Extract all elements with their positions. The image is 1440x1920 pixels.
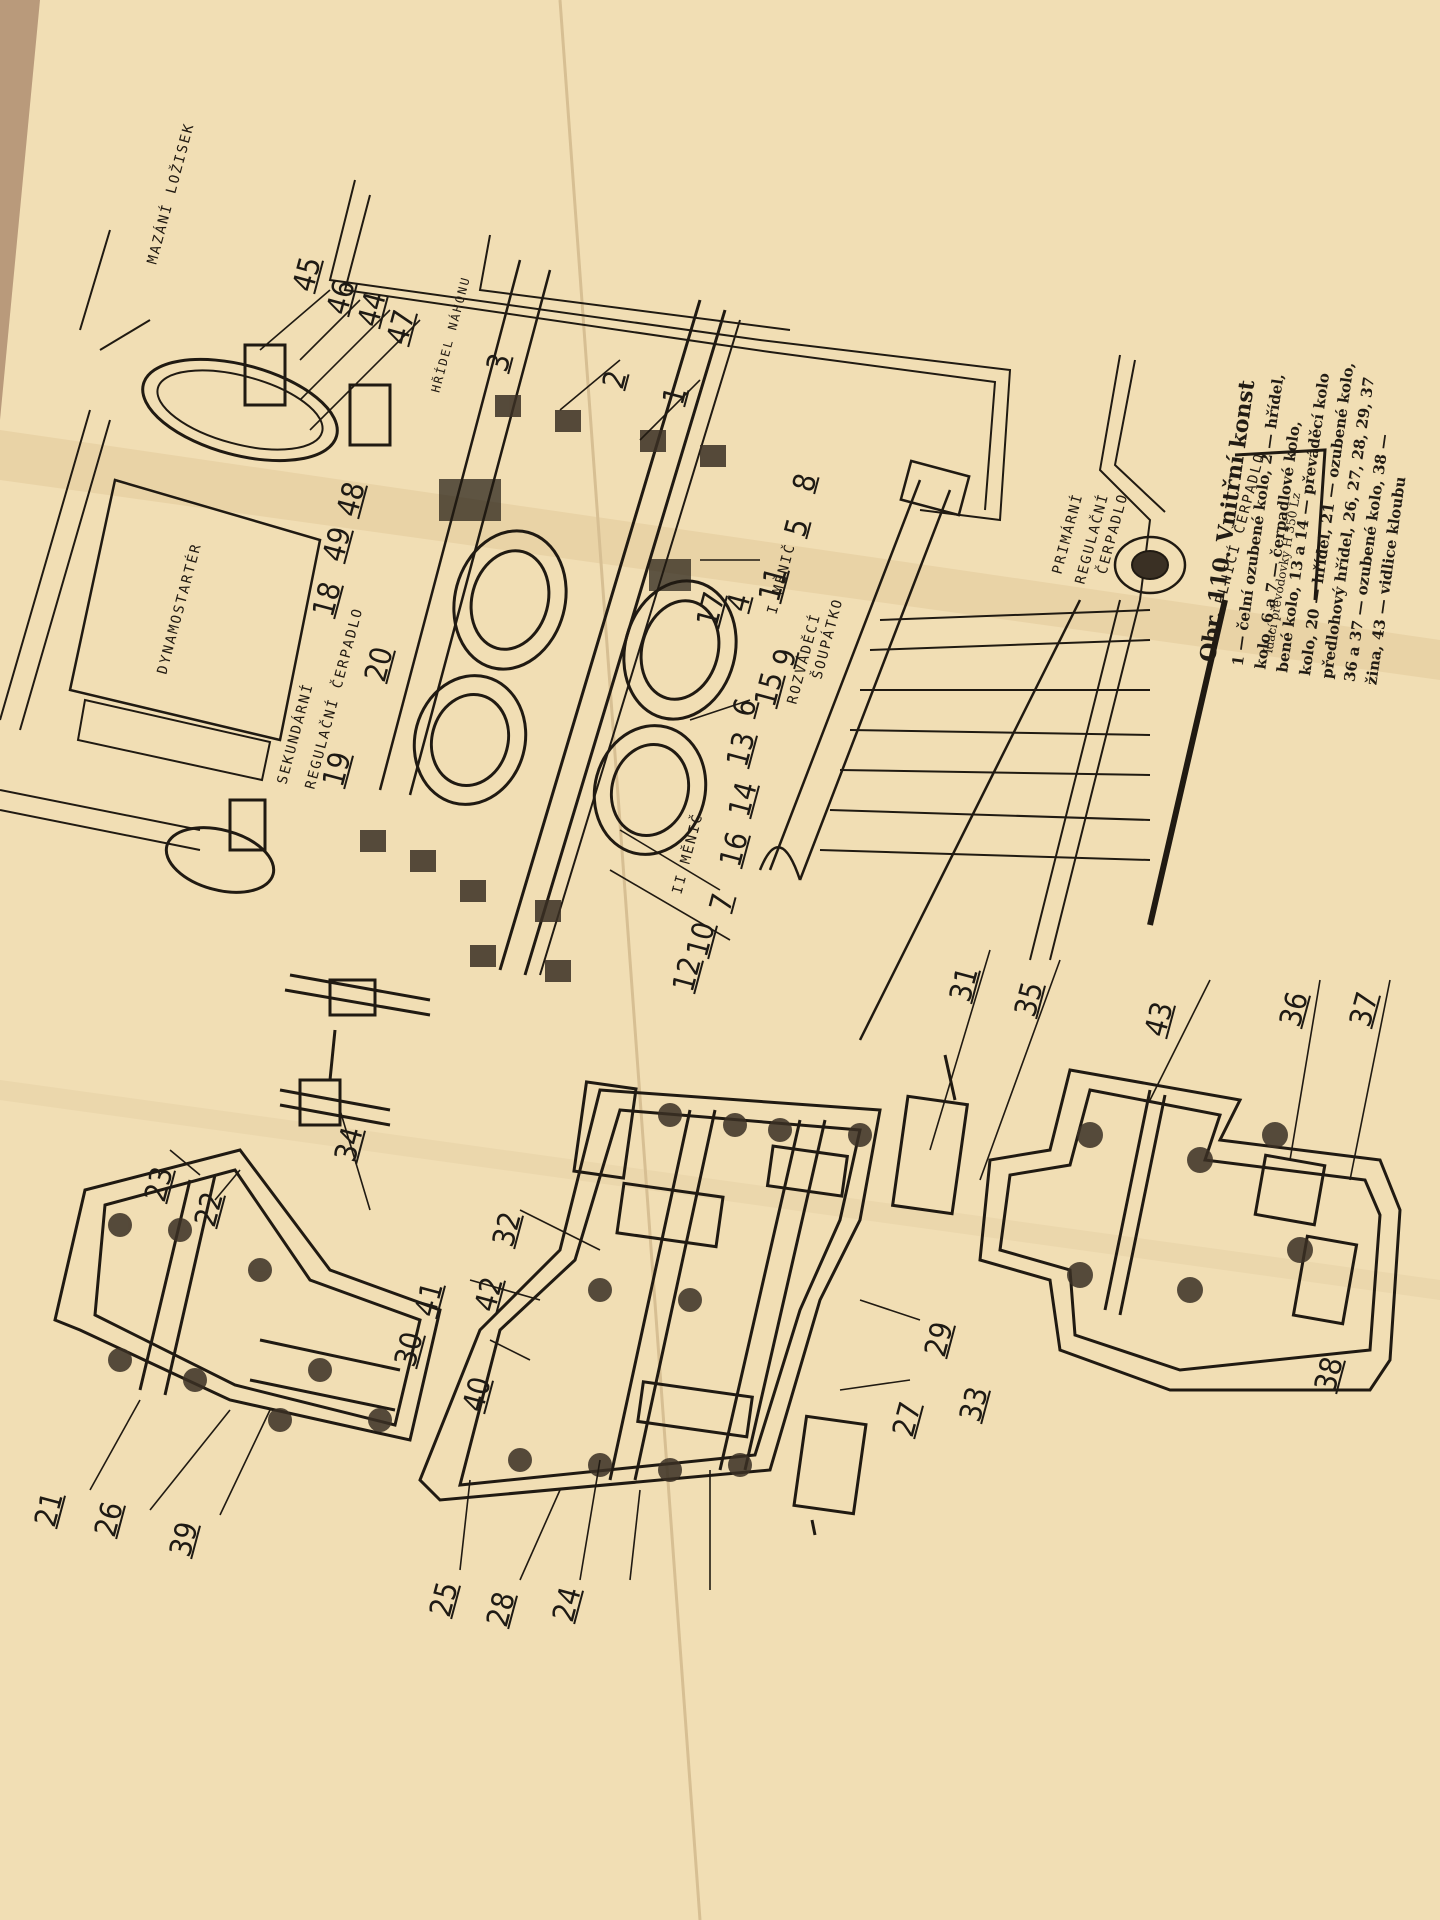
- part-number-label: 24: [546, 1583, 589, 1626]
- paper-lower-fold-shade: [0, 1080, 1440, 1300]
- part-number-label: 26: [88, 1498, 131, 1541]
- duct-top-a: [328, 179, 1012, 522]
- part-number-label: 29: [918, 1318, 961, 1361]
- lower-left-gearbox: [53, 1148, 442, 1442]
- paper-upper-fold-shade: [0, 430, 1440, 680]
- part-number-label: 10: [680, 918, 723, 961]
- part-number-label: 27: [886, 1398, 929, 1441]
- part-number-label: 39: [163, 1518, 206, 1561]
- part-number-label: 35: [1008, 978, 1051, 1021]
- distributor-valve: [758, 459, 971, 881]
- part-number-label: 42: [468, 1273, 511, 1316]
- duct-top-b: [343, 194, 997, 511]
- part-number-label: 40: [456, 1373, 499, 1416]
- duct-right-b: [1113, 359, 1166, 513]
- part-number-label: 49: [316, 523, 359, 566]
- part-number-label: 37: [1343, 988, 1386, 1031]
- part-number-label: 18: [306, 578, 349, 621]
- part-number-label: 28: [480, 1588, 523, 1631]
- part-number-label: 25: [423, 1578, 466, 1621]
- part-number-label: 30: [388, 1328, 431, 1371]
- part-number-label: 36: [1273, 988, 1316, 1031]
- part-number-label: 48: [330, 478, 373, 521]
- part-number-label: 38: [1308, 1353, 1351, 1396]
- part-number-label: 16: [713, 828, 756, 871]
- heavy-bar: [1147, 599, 1228, 926]
- part-number-label: 34: [328, 1123, 371, 1166]
- part-number-label: 23: [138, 1163, 181, 1206]
- part-number-label: 11: [752, 563, 795, 606]
- paper-shadow-left: [0, 0, 40, 420]
- torque-converters: [412, 529, 738, 856]
- part-number-label: 45: [286, 253, 329, 296]
- part-number-label: 47: [380, 306, 423, 349]
- vertical-fold-line: [558, 0, 702, 1920]
- part-number-label: 22: [188, 1188, 231, 1231]
- bearing-blocks: [360, 395, 726, 982]
- exploded-coupling: [279, 973, 431, 1127]
- part-number-label: 14: [722, 778, 765, 821]
- gear-housing-upper: [141, 357, 339, 463]
- heavy-pipe: [1234, 448, 1327, 601]
- part-number-label: 19: [316, 748, 359, 791]
- part-number-label: 13: [720, 728, 763, 771]
- part-number-label: 12: [666, 953, 709, 996]
- part-number-label: 33: [953, 1383, 996, 1426]
- lower-middle-gearbox: [418, 1054, 970, 1536]
- dynamostarter-box: [68, 478, 322, 742]
- part-number-label: 31: [943, 963, 986, 1006]
- duct-top-c: [478, 234, 791, 331]
- part-number-label: 21: [28, 1488, 71, 1531]
- hydraulic-lines: [819, 599, 1151, 1041]
- part-number-label: 43: [1138, 998, 1181, 1041]
- part-number-label: 32: [486, 1208, 529, 1251]
- part-number-label: 20: [358, 643, 401, 686]
- part-number-label: 41: [408, 1278, 451, 1321]
- part-number-label: 17: [690, 588, 733, 631]
- leader-lines: [89, 289, 1391, 1590]
